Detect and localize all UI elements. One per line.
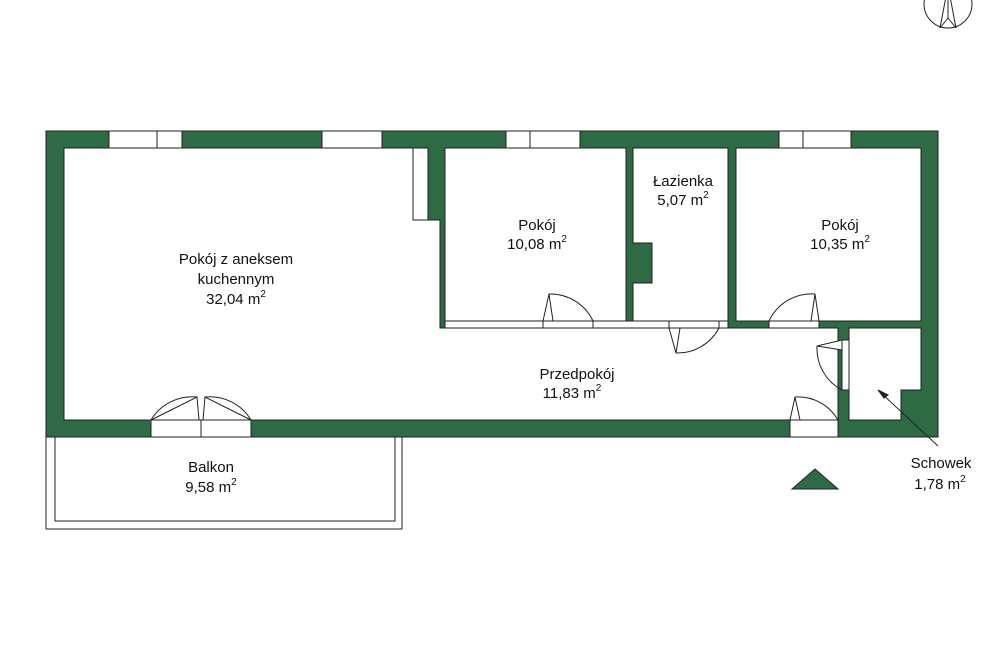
window-2 [321,130,383,149]
living-room-floor [63,147,839,421]
room1-area: 10,08 m2 [507,234,567,253]
storage-door-opening [841,339,850,391]
living-room-name-line1: Pokój z aneksem [179,251,293,268]
balcony-name: Balkon [188,459,234,476]
balcony [45,436,403,530]
bathroom-area: 5,07 m2 [657,190,709,209]
doors [150,293,850,438]
room1-floor [444,147,627,322]
window-4 [778,130,852,149]
balcony-area: 9,58 m2 [185,477,237,496]
room1-name: Pokój [518,217,556,234]
windows [108,130,852,149]
bathroom-door-opening [668,320,720,329]
window-3 [505,130,581,149]
living-room-name-line2: kuchennym [198,271,275,288]
storage-floor [848,327,922,421]
hall-area: 11,83 m2 [543,383,602,402]
window-1 [108,130,183,149]
room-floors [63,147,922,421]
room2-name: Pokój [821,217,859,234]
room1-door-opening [542,320,594,329]
room2-door-opening [768,320,820,329]
entrance-triangle-icon [790,468,840,490]
bathroom-floor [632,147,729,322]
entrance-door-opening [789,419,839,438]
room2-area: 10,35 m2 [810,234,870,253]
room-labels: Pokój z aneksem kuchennym 32,04 m2 Pokój… [179,173,972,496]
storage-name: Schowek [911,455,972,472]
balcony-door-left-swing [150,396,200,421]
compass-icon [923,0,973,29]
hall-name: Przedpokój [539,366,614,383]
living-room-area: 32,04 m2 [206,289,266,308]
storage-area: 1,78 m2 [914,474,966,493]
balcony-door-right-swing [202,396,252,421]
room2-floor [735,147,922,322]
bathroom-name: Łazienka [653,173,714,190]
storage-leader [877,389,939,447]
